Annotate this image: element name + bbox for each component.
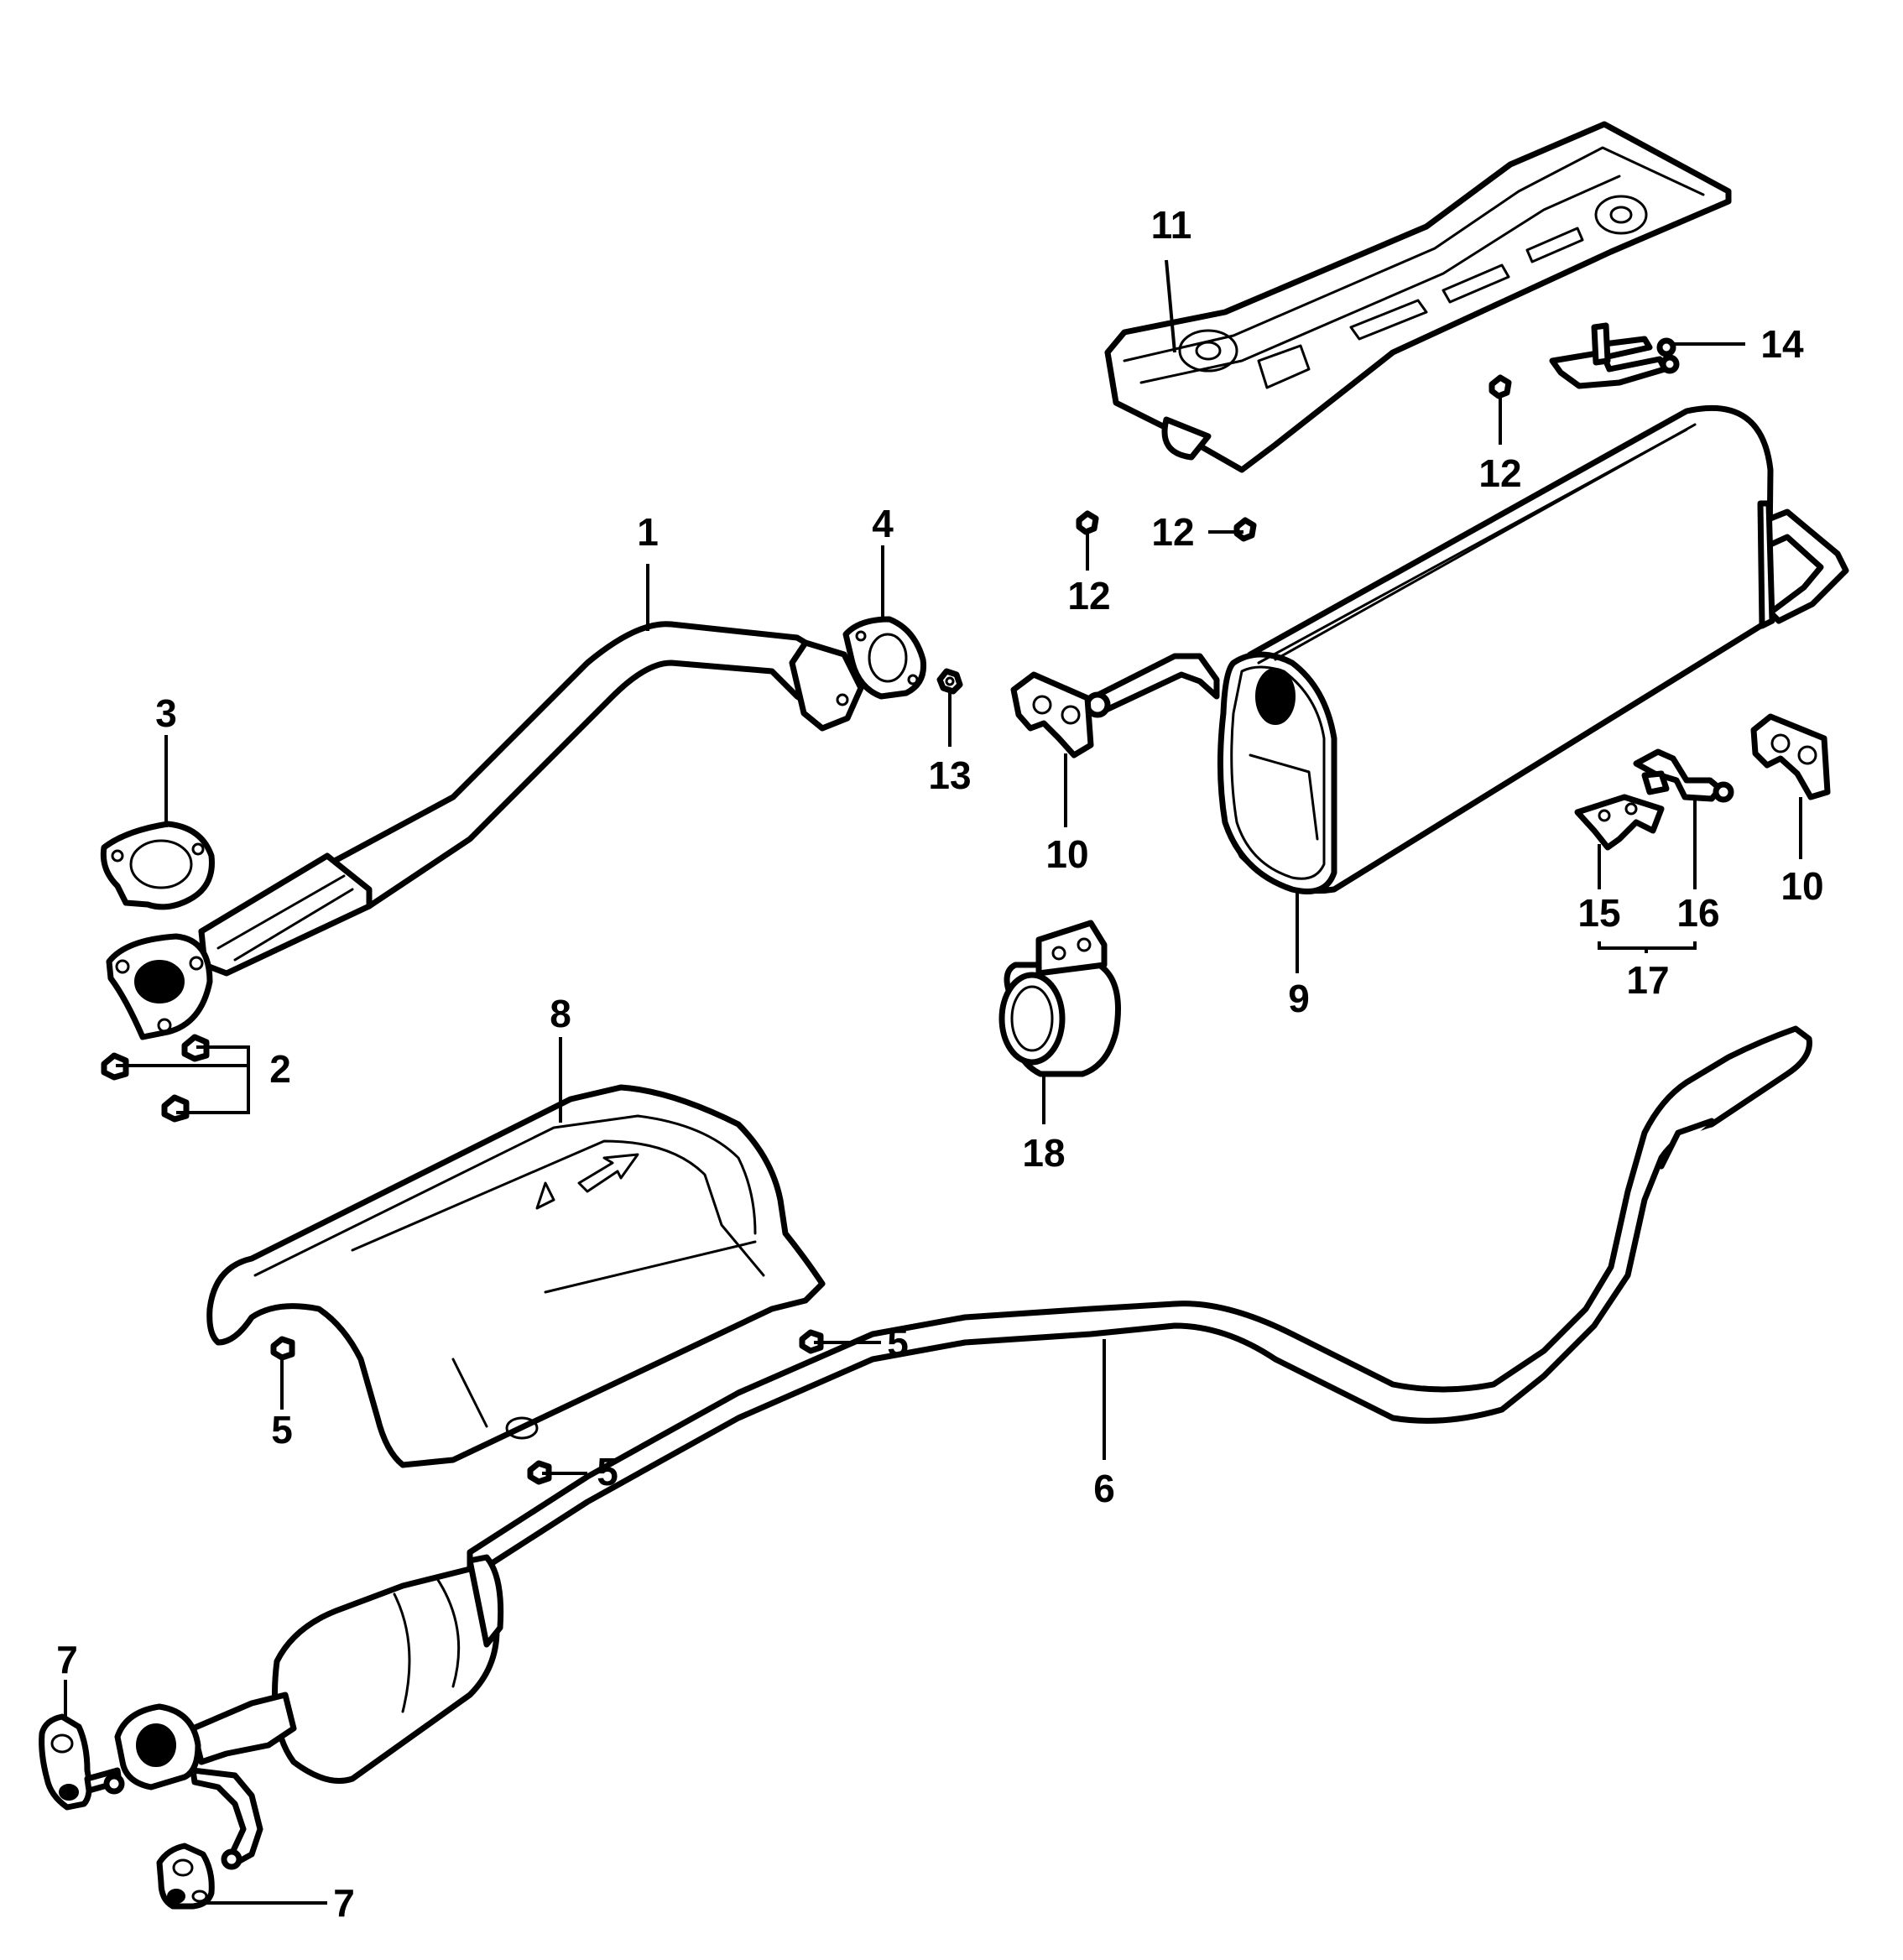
part-10-rubber-mount-left [1010, 671, 1094, 758]
callout-5-right: 5 [887, 1321, 909, 1364]
callout-15: 15 [1577, 891, 1620, 935]
callout-3: 3 [155, 691, 177, 735]
callout-14: 14 [1760, 322, 1804, 366]
part-7-mount-upper [39, 1713, 125, 1811]
part-4-gasket [842, 616, 927, 700]
part-8-front-heat-shield [206, 1084, 826, 1468]
callout-12-upper: 12 [1478, 451, 1521, 495]
callout-8: 8 [550, 992, 571, 1035]
callout-2: 2 [269, 1047, 291, 1091]
callout-7-upper: 7 [56, 1638, 78, 1681]
callout-1: 1 [637, 510, 659, 554]
leader-lines [64, 259, 1802, 1905]
part-9-rear-silencer [1084, 404, 1849, 894]
part-13-nut [936, 668, 963, 695]
part-1-front-pipe [106, 621, 864, 1040]
callout-17: 17 [1626, 958, 1669, 1002]
callout-5-bottom: 5 [597, 1450, 618, 1493]
part-5-bolts [270, 1329, 824, 1485]
callout-12-left: 12 [1067, 574, 1110, 618]
callout-18: 18 [1022, 1131, 1065, 1175]
callout-16: 16 [1676, 891, 1719, 935]
callout-10-left: 10 [1045, 832, 1088, 876]
part-14-hanger-bracket [1549, 322, 1680, 389]
callout-10-right: 10 [1780, 864, 1823, 908]
callout-9: 9 [1288, 977, 1310, 1020]
part-15-bracket [1574, 794, 1665, 851]
part-2-nuts [101, 1034, 210, 1123]
part-16-hanger [1633, 748, 1734, 803]
callout-4: 4 [872, 502, 894, 545]
callout-6: 6 [1093, 1467, 1115, 1510]
part-11-rear-heat-shield [1104, 121, 1732, 473]
callout-11: 11 [1151, 203, 1192, 247]
callout-13: 13 [928, 753, 971, 797]
part-18-clamp [998, 920, 1121, 1077]
callout-12-middle: 12 [1151, 510, 1194, 554]
part-7-mount-lower [156, 1843, 215, 1910]
part-3-gasket [100, 821, 215, 910]
callout-5-left: 5 [271, 1408, 293, 1452]
callout-7-lower: 7 [333, 1881, 355, 1925]
callout-numbers: 1 4 13 3 2 8 5 5 5 6 7 7 11 14 12 12 12 … [56, 203, 1823, 1925]
part-6-intermediate-pipe [114, 1025, 1812, 1870]
part-10-rubber-mount-right [1750, 713, 1831, 800]
